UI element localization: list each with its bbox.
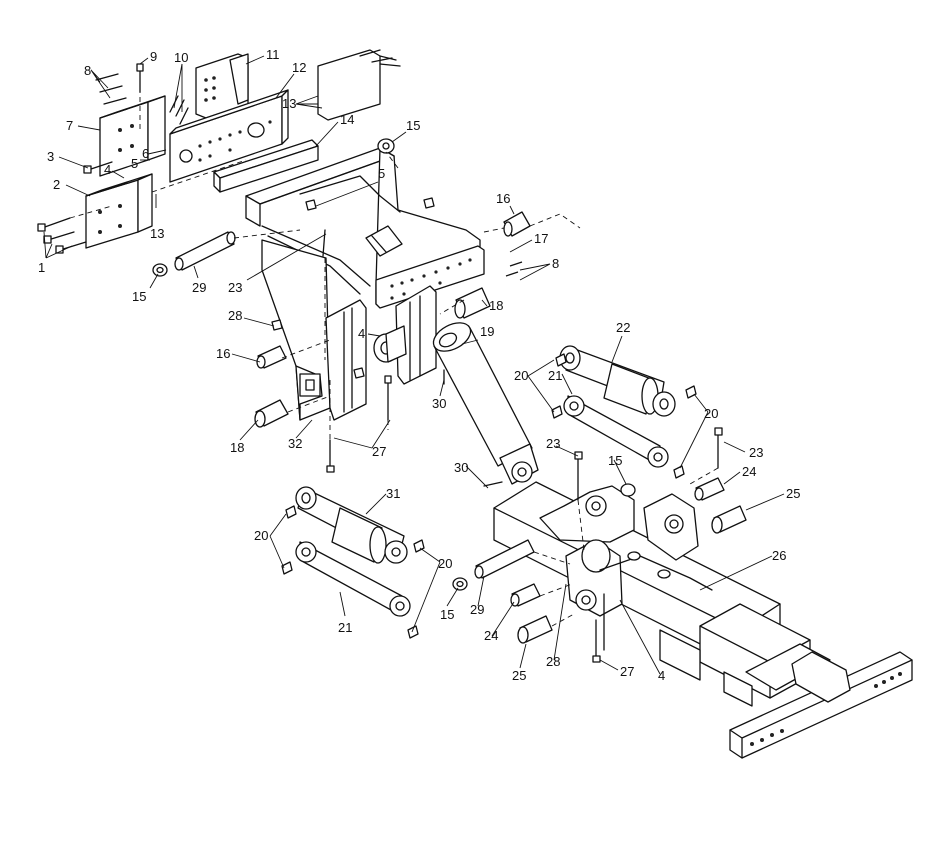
bracket-assembly-upper-left bbox=[37, 63, 189, 254]
callout-24: 24 bbox=[742, 464, 756, 479]
callout-21: 21 bbox=[338, 620, 352, 635]
callout-13: 13 bbox=[282, 96, 296, 111]
assembly-lines bbox=[69, 88, 719, 627]
callout-18: 18 bbox=[489, 298, 503, 313]
callout-labels: 1 2 3 4 4 4 5 5 6 7 8 8 9 10 11 12 13 13… bbox=[38, 47, 800, 683]
callout-31: 31 bbox=[386, 486, 400, 501]
callout-15: 15 bbox=[132, 289, 146, 304]
main-frame bbox=[245, 147, 485, 421]
callout-5: 5 bbox=[378, 166, 385, 181]
cylinder-22-and-link-21 bbox=[551, 345, 697, 479]
callout-18: 18 bbox=[230, 440, 244, 455]
callout-8: 8 bbox=[84, 63, 91, 78]
callout-20: 20 bbox=[514, 368, 528, 383]
callout-27: 27 bbox=[620, 664, 634, 679]
callout-22: 22 bbox=[616, 320, 630, 335]
leader-lines bbox=[43, 55, 785, 675]
callout-15: 15 bbox=[440, 607, 454, 622]
callout-17: 17 bbox=[534, 231, 548, 246]
callout-4: 4 bbox=[658, 668, 665, 683]
callout-29: 29 bbox=[470, 602, 484, 617]
callout-20: 20 bbox=[438, 556, 452, 571]
callout-4: 4 bbox=[358, 326, 365, 341]
callout-23: 23 bbox=[228, 280, 242, 295]
callout-28: 28 bbox=[546, 654, 560, 669]
callout-27: 27 bbox=[372, 444, 386, 459]
callout-30: 30 bbox=[454, 460, 468, 475]
callout-25: 25 bbox=[512, 668, 526, 683]
callout-20: 20 bbox=[254, 528, 268, 543]
callout-23: 23 bbox=[546, 436, 560, 451]
callout-29: 29 bbox=[192, 280, 206, 295]
callout-21: 21 bbox=[548, 368, 562, 383]
callout-3: 3 bbox=[47, 149, 54, 164]
callout-14: 14 bbox=[340, 112, 354, 127]
callout-12: 12 bbox=[292, 60, 306, 75]
callout-15: 15 bbox=[406, 118, 420, 133]
callout-9: 9 bbox=[150, 49, 157, 64]
callout-15: 15 bbox=[608, 453, 622, 468]
mounting-plates bbox=[169, 49, 401, 193]
callout-11: 11 bbox=[266, 47, 280, 62]
callout-28: 28 bbox=[228, 308, 242, 323]
callout-8: 8 bbox=[552, 256, 559, 271]
pins-bushings bbox=[152, 138, 531, 473]
lower-frame-26 bbox=[493, 481, 913, 759]
callout-30: 30 bbox=[432, 396, 446, 411]
callout-2: 2 bbox=[53, 177, 60, 192]
callout-10: 10 bbox=[174, 50, 188, 65]
callout-16: 16 bbox=[216, 346, 230, 361]
callout-1: 1 bbox=[38, 260, 45, 275]
callout-24: 24 bbox=[484, 628, 498, 643]
callout-16: 16 bbox=[496, 191, 510, 206]
callout-4: 4 bbox=[104, 162, 111, 177]
callout-26: 26 bbox=[772, 548, 786, 563]
callout-19: 19 bbox=[480, 324, 494, 339]
callout-23: 23 bbox=[749, 445, 763, 460]
callout-7: 7 bbox=[66, 118, 73, 133]
callout-32: 32 bbox=[288, 436, 302, 451]
callout-25: 25 bbox=[786, 486, 800, 501]
callout-6: 6 bbox=[142, 146, 149, 161]
cylinder-31-and-link-21 bbox=[281, 486, 425, 639]
cylinder-19 bbox=[432, 322, 539, 487]
callout-5: 5 bbox=[131, 156, 138, 171]
callout-13: 13 bbox=[150, 226, 164, 241]
callout-20: 20 bbox=[704, 406, 718, 421]
lower-pins bbox=[452, 427, 747, 663]
